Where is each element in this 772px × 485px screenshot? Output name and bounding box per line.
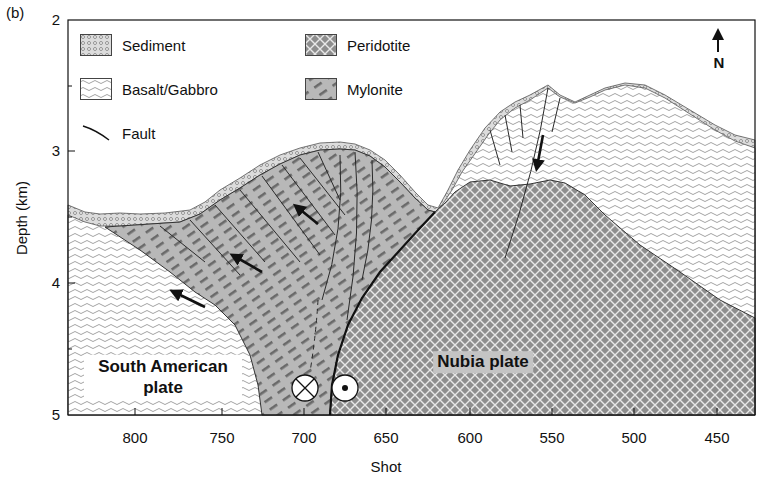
legend-label: Peridotite <box>347 37 410 54</box>
basalt-gabbro-layer <box>68 85 755 415</box>
sediment-layer <box>68 83 755 415</box>
legend-row: Peridotite <box>305 34 410 56</box>
legend-swatch <box>80 34 112 56</box>
legend-swatch <box>80 122 112 144</box>
tick-label: 2 <box>52 11 60 28</box>
north-arrow <box>718 34 719 52</box>
legend-swatch <box>305 78 337 100</box>
axis-frame <box>68 20 755 415</box>
tick-label: 3 <box>52 142 60 159</box>
plate-label: Nubia plate <box>433 351 533 373</box>
legend-row: Fault <box>80 122 155 144</box>
tick-label: 750 <box>209 429 234 446</box>
axis-title: Depth (km) <box>13 181 30 255</box>
legend-swatch <box>305 34 337 56</box>
legend-label: Mylonite <box>347 81 403 98</box>
legend-swatch <box>80 78 112 100</box>
tick-label: 5 <box>52 406 60 423</box>
legend-row: Basalt/Gabbro <box>80 78 218 100</box>
panel-letter: (b) <box>6 4 24 21</box>
tick-label: 450 <box>704 429 729 446</box>
tick-label: 600 <box>457 429 482 446</box>
axis-title: Shot <box>371 458 402 475</box>
peridotite-body <box>330 180 755 415</box>
tick-label: 500 <box>621 429 646 446</box>
tick-label: 650 <box>373 429 398 446</box>
tick-label: 700 <box>291 429 316 446</box>
legend-row: Mylonite <box>305 78 403 100</box>
fault-lines <box>160 88 560 372</box>
legend-label: Sediment <box>122 37 185 54</box>
tick-label: 550 <box>539 429 564 446</box>
plate-boundary-fault <box>330 212 435 415</box>
tick-label: 800 <box>122 429 147 446</box>
legend-label: Basalt/Gabbro <box>122 81 218 98</box>
slip-arrows <box>174 135 543 307</box>
north-label: N <box>714 54 725 71</box>
legend-row: Sediment <box>80 34 185 56</box>
legend-label: Fault <box>122 125 155 142</box>
plate-label: South American plate <box>84 355 242 400</box>
tick-label: 4 <box>52 274 60 291</box>
plate-motion-symbols <box>292 375 358 401</box>
